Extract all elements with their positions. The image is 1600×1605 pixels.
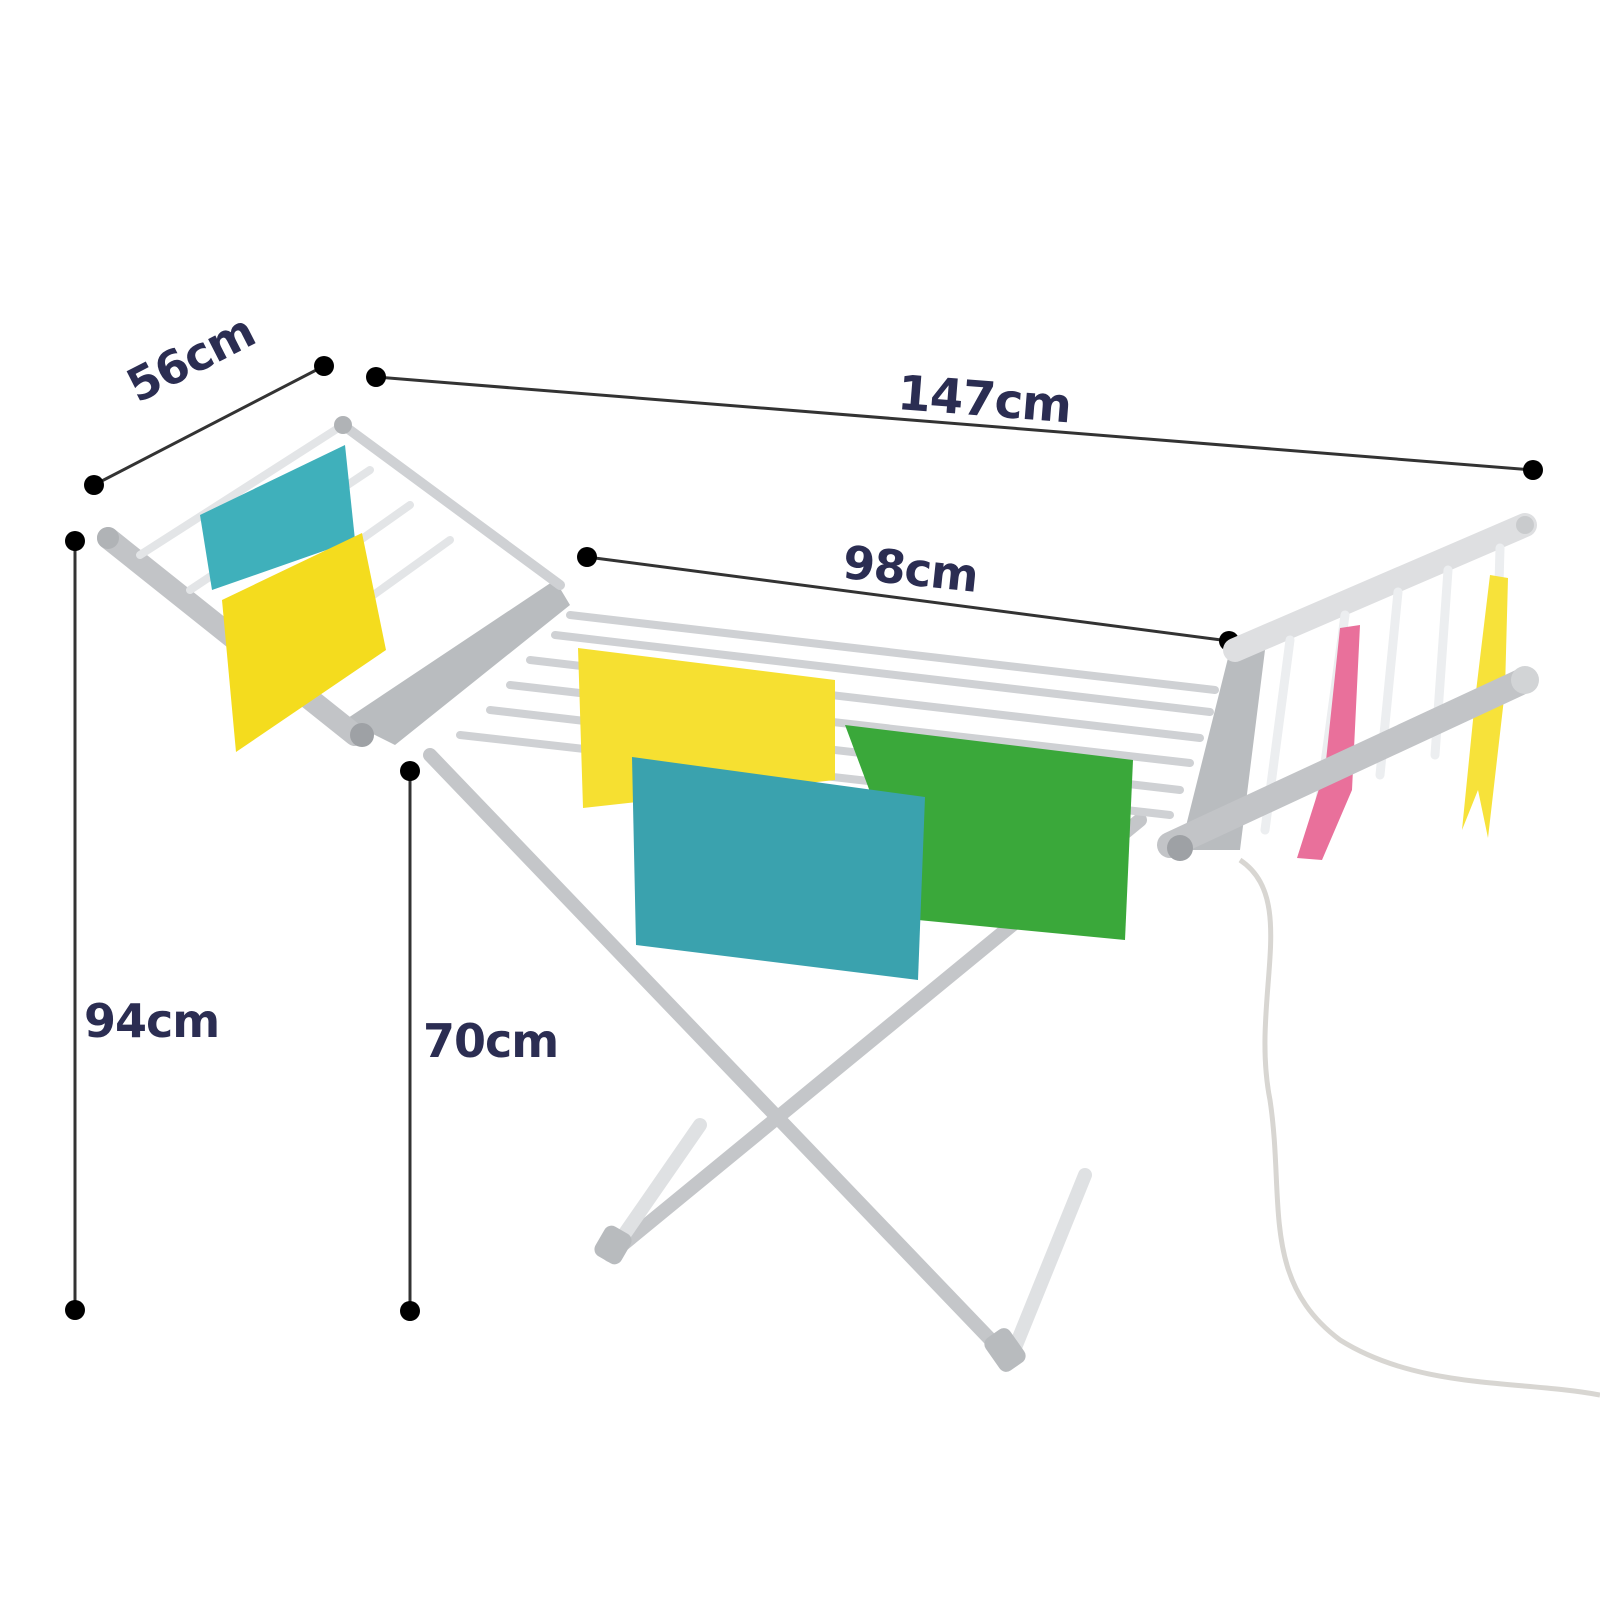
dimension-label-rail-height: 70cm [423,1014,559,1068]
dimension-label-overall-height: 94cm [84,994,220,1048]
towel-left-back [200,445,355,590]
towel-center-front [632,757,925,980]
left-wing [97,416,565,752]
power-cord [1238,857,1600,1398]
towel-right-pink [1297,625,1360,860]
right-wing [1157,513,1539,861]
left-end-bracket [345,580,570,745]
towel-left-front [222,533,386,752]
